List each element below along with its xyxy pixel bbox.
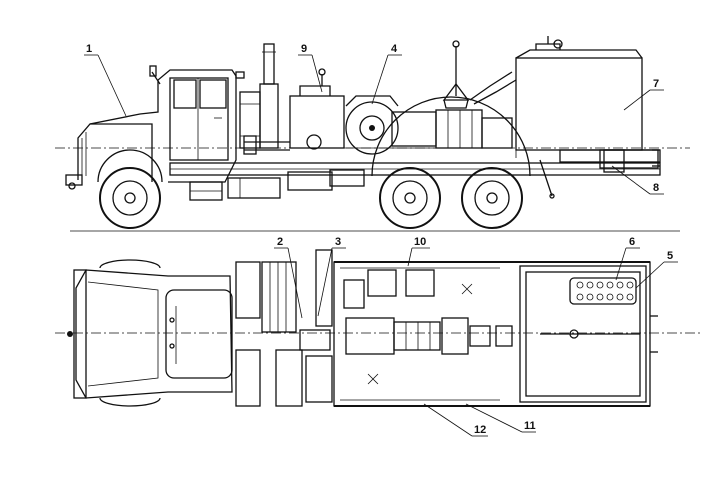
- top-view: [55, 249, 700, 407]
- front-wheel: [99, 167, 161, 229]
- cell-grid: [576, 281, 634, 301]
- callout-5: 5: [667, 250, 673, 262]
- callout-10: 10: [414, 236, 426, 248]
- hoist: [442, 40, 517, 109]
- pump-unit: [345, 95, 513, 155]
- side-view: [55, 36, 690, 232]
- deck-platform-top: [333, 261, 651, 407]
- exhaust-stack: [239, 43, 279, 149]
- callout-labels: 1 2 3 4 5 6 7 8 9 10 11 12: [86, 43, 673, 436]
- platform: [539, 149, 661, 199]
- rear-wheel-1: [379, 167, 441, 229]
- callout-leaders: [84, 54, 678, 437]
- mid-equipment-top: [235, 249, 333, 407]
- callout-3: 3: [335, 236, 341, 248]
- rear-wheel-2: [461, 167, 523, 229]
- cargo-tank: [515, 36, 643, 158]
- callout-2: 2: [277, 236, 283, 248]
- callout-6: 6: [629, 236, 635, 248]
- callout-4: 4: [391, 43, 398, 55]
- side-tanks: [227, 169, 365, 199]
- pump-unit-top: [345, 317, 513, 355]
- valve-block: [243, 68, 345, 155]
- truck-cab-top: [67, 259, 233, 407]
- truck-cab-side: [65, 65, 245, 201]
- tank-top: [519, 265, 658, 403]
- callout-8: 8: [653, 182, 659, 194]
- callout-9: 9: [301, 43, 307, 55]
- callout-11: 11: [524, 420, 536, 432]
- callout-7: 7: [653, 78, 659, 90]
- callout-12: 12: [474, 424, 486, 436]
- callout-1: 1: [86, 43, 92, 55]
